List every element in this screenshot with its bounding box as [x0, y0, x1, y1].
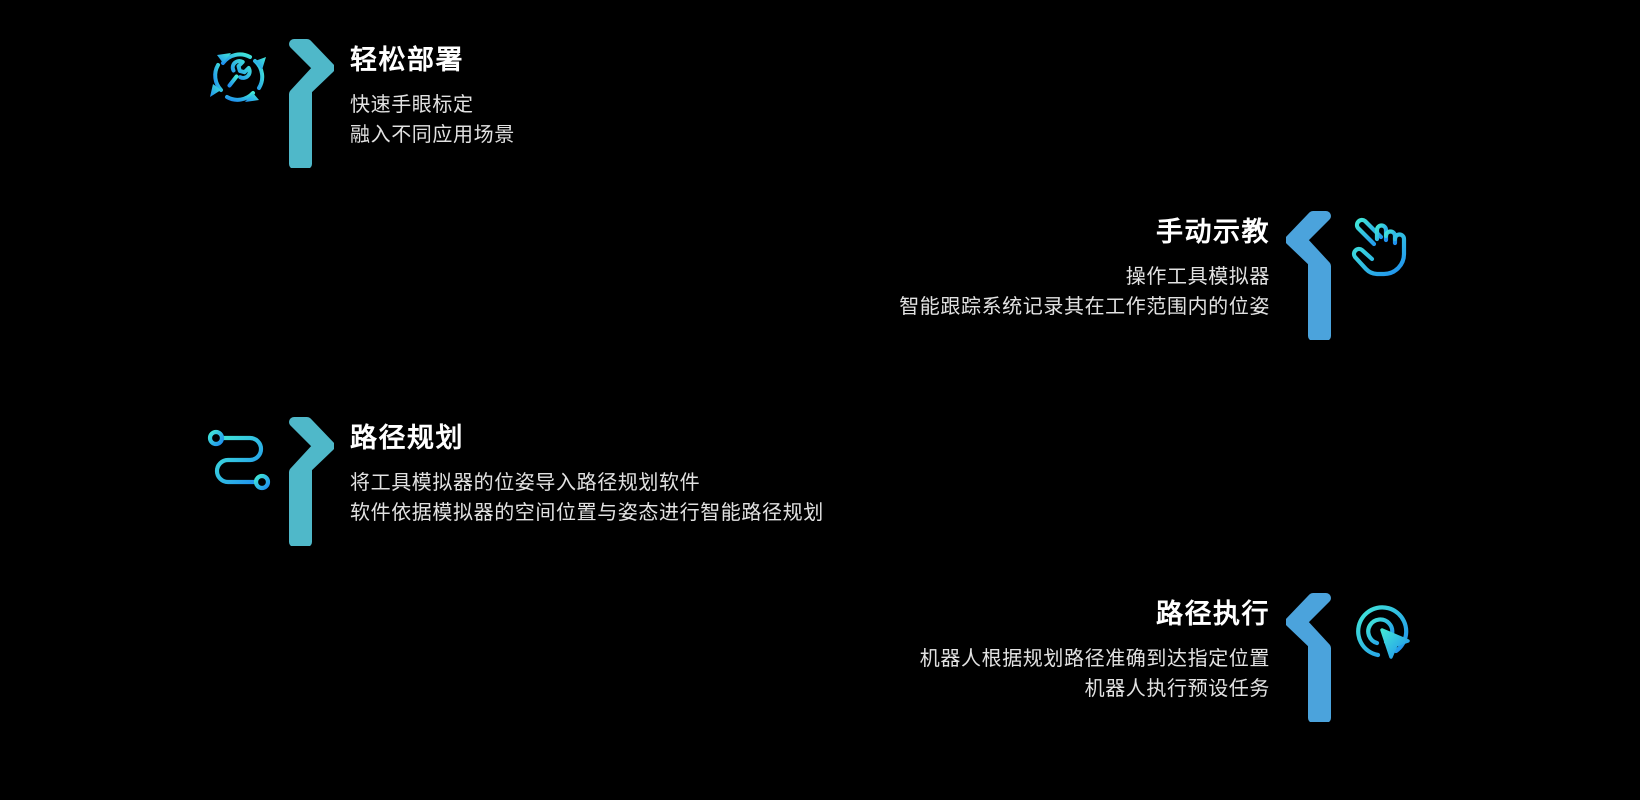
- step-description-line: 机器人执行预设任务: [1084, 678, 1270, 701]
- step-description: 将工具模拟器的位姿导入路径规划软件 软件依据模拟器的空间位置与姿态进行智能路径规…: [350, 470, 824, 527]
- step-description-line: 操作工具模拟器: [1125, 266, 1270, 289]
- chevron-left-arrow: [1286, 210, 1332, 340]
- step-description-line: 快速手眼标定: [350, 94, 474, 117]
- pointing-hand-icon: [1344, 212, 1418, 286]
- refresh-wrench-icon: [202, 40, 276, 114]
- step-description-line: 智能跟踪系统记录其在工作范围内的位姿: [899, 296, 1270, 319]
- chevron-right-arrow: [288, 38, 334, 168]
- step-text-block: 轻松部署 快速手眼标定 融入不同应用场景: [350, 38, 515, 149]
- step-description-line: 融入不同应用场景: [350, 124, 515, 147]
- step-description: 快速手眼标定 融入不同应用场景: [350, 92, 515, 149]
- step-title: 轻松部署: [350, 45, 464, 75]
- target-cursor-icon: [1344, 594, 1418, 668]
- step-title: 手动示教: [1156, 217, 1270, 247]
- step-title: 路径执行: [1156, 599, 1270, 629]
- step-description: 操作工具模拟器 智能跟踪系统记录其在工作范围内的位姿: [899, 264, 1270, 321]
- step-description-line: 机器人根据规划路径准确到达指定位置: [919, 648, 1270, 671]
- process-step-3: 路径规划 将工具模拟器的位姿导入路径规划软件 软件依据模拟器的空间位置与姿态进行…: [202, 416, 824, 546]
- step-title: 路径规划: [350, 423, 464, 453]
- step-text-block: 路径规划 将工具模拟器的位姿导入路径规划软件 软件依据模拟器的空间位置与姿态进行…: [350, 416, 824, 527]
- step-description-line: 将工具模拟器的位姿导入路径规划软件: [350, 472, 701, 495]
- step-description: 机器人根据规划路径准确到达指定位置 机器人执行预设任务: [920, 646, 1270, 703]
- process-step-2: 手动示教 操作工具模拟器 智能跟踪系统记录其在工作范围内的位姿: [862, 210, 1418, 340]
- step-text-block: 路径执行 机器人根据规划路径准确到达指定位置 机器人执行预设任务: [920, 592, 1270, 703]
- chevron-left-arrow: [1286, 592, 1332, 722]
- chevron-right-arrow: [288, 416, 334, 546]
- route-path-icon: [202, 418, 276, 492]
- process-step-4: 路径执行 机器人根据规划路径准确到达指定位置 机器人执行预设任务: [862, 592, 1418, 722]
- step-text-block: 手动示教 操作工具模拟器 智能跟踪系统记录其在工作范围内的位姿: [899, 210, 1270, 321]
- process-step-1: 轻松部署 快速手眼标定 融入不同应用场景: [202, 38, 515, 168]
- step-description-line: 软件依据模拟器的空间位置与姿态进行智能路径规划: [350, 502, 824, 525]
